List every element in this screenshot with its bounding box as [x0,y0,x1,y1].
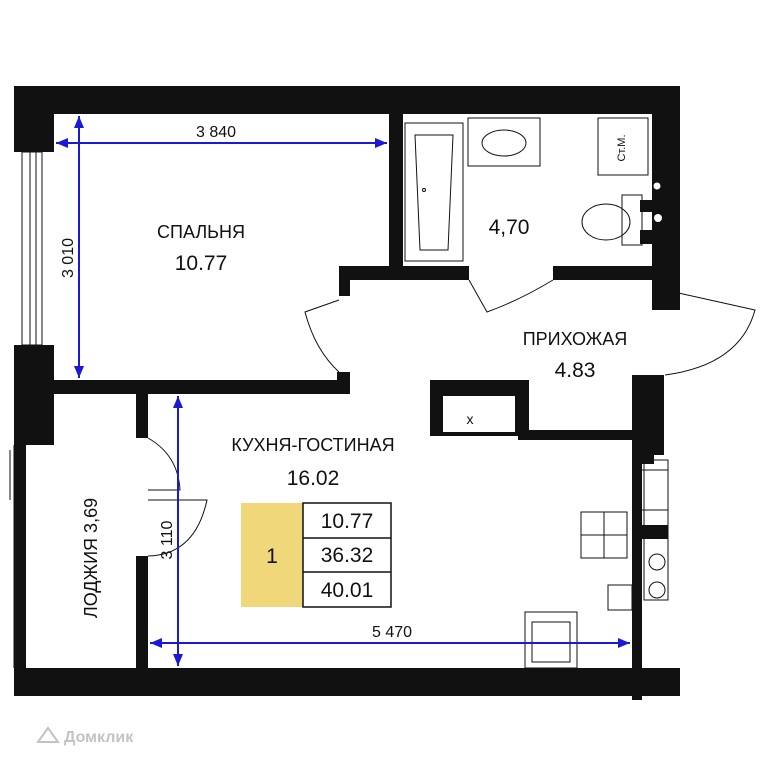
watermark-logo-icon [36,726,60,743]
loggia-wall-bottom [136,556,148,668]
hob-burner-1 [648,553,666,571]
fridge [639,469,669,511]
left-wall-mid [14,345,54,445]
toilet-bowl [581,203,631,241]
kitchen-fixtures [524,459,669,669]
area-summary: 1 10.77 36.32 40.01 [241,502,392,608]
living-area-value: 10.77 [321,510,374,533]
bedroom-right-wall [389,114,403,266]
bathtub [404,122,464,262]
rooms-count-badge [241,503,303,607]
top-wall [14,86,680,114]
toilet-tank [621,194,643,246]
loggia-door-top [147,437,181,491]
bedroom-door-jamb [337,372,350,394]
hallway-name: ПРИХОЖАЯ [523,329,628,349]
bedroom-name: СПАЛЬНЯ [157,222,245,242]
shaft-mark: x [467,411,474,427]
bedroom-door [304,299,340,373]
bathroom-area: 4,70 [489,216,530,239]
bathroom-fixtures [404,117,649,262]
kitchen-width-label: 5 470 [372,624,412,641]
shaft-interior [443,396,515,432]
kitchen-sink [524,611,578,669]
kitchen-area: 16.02 [287,467,340,490]
washing-machine [597,117,649,176]
left-wall-top [14,86,54,152]
loggia-wall-top [136,394,148,438]
kitchen-pipes [640,452,668,539]
bedroom-width-label: 3 840 [196,124,236,141]
rooms-count: 1 [266,545,278,568]
bottom-wall [26,668,680,696]
washer-label: Ст.М. [616,134,628,161]
bedroom-door-top-jamb [339,266,350,296]
bathroom-bottom-wall-b [553,266,665,280]
bathroom-bottom-wall-a [339,266,469,280]
entrance-door [664,289,756,376]
doors [147,279,756,557]
right-wall-lower-b [632,455,642,700]
bedroom-bottom-wall [54,380,350,394]
bathroom-pipes [640,181,662,244]
bedroom-area: 10.77 [175,252,228,275]
loggia-window [9,445,15,668]
total-area-value: 36.32 [321,544,374,567]
kitchen-height-label: 3 110 [159,520,176,559]
kitchen-top-wall [518,430,632,440]
hallway-area: 4.83 [555,359,596,382]
bathroom-door [468,279,554,313]
watermark-text: Домклик [64,729,134,746]
hob-burner-2 [648,581,666,599]
bedroom-window [21,151,43,346]
bedroom-height-label: 3 010 [60,238,77,278]
loggia-label: ЛОДЖИЯ 3,69 [81,498,101,618]
area-with-loggia-value: 40.01 [321,579,374,602]
dishwasher [607,584,633,611]
dimension-lines [56,116,630,666]
walls [14,86,680,700]
watermark: Домклик [36,726,134,746]
right-wall-lower-a [632,375,664,455]
loggia-left-wall [14,445,26,696]
sink [467,117,541,167]
kitchen-name: КУХНЯ-ГОСТИНАЯ [231,435,394,455]
loggia-door-bottom [147,499,208,557]
shaft-right-wall [518,380,529,436]
